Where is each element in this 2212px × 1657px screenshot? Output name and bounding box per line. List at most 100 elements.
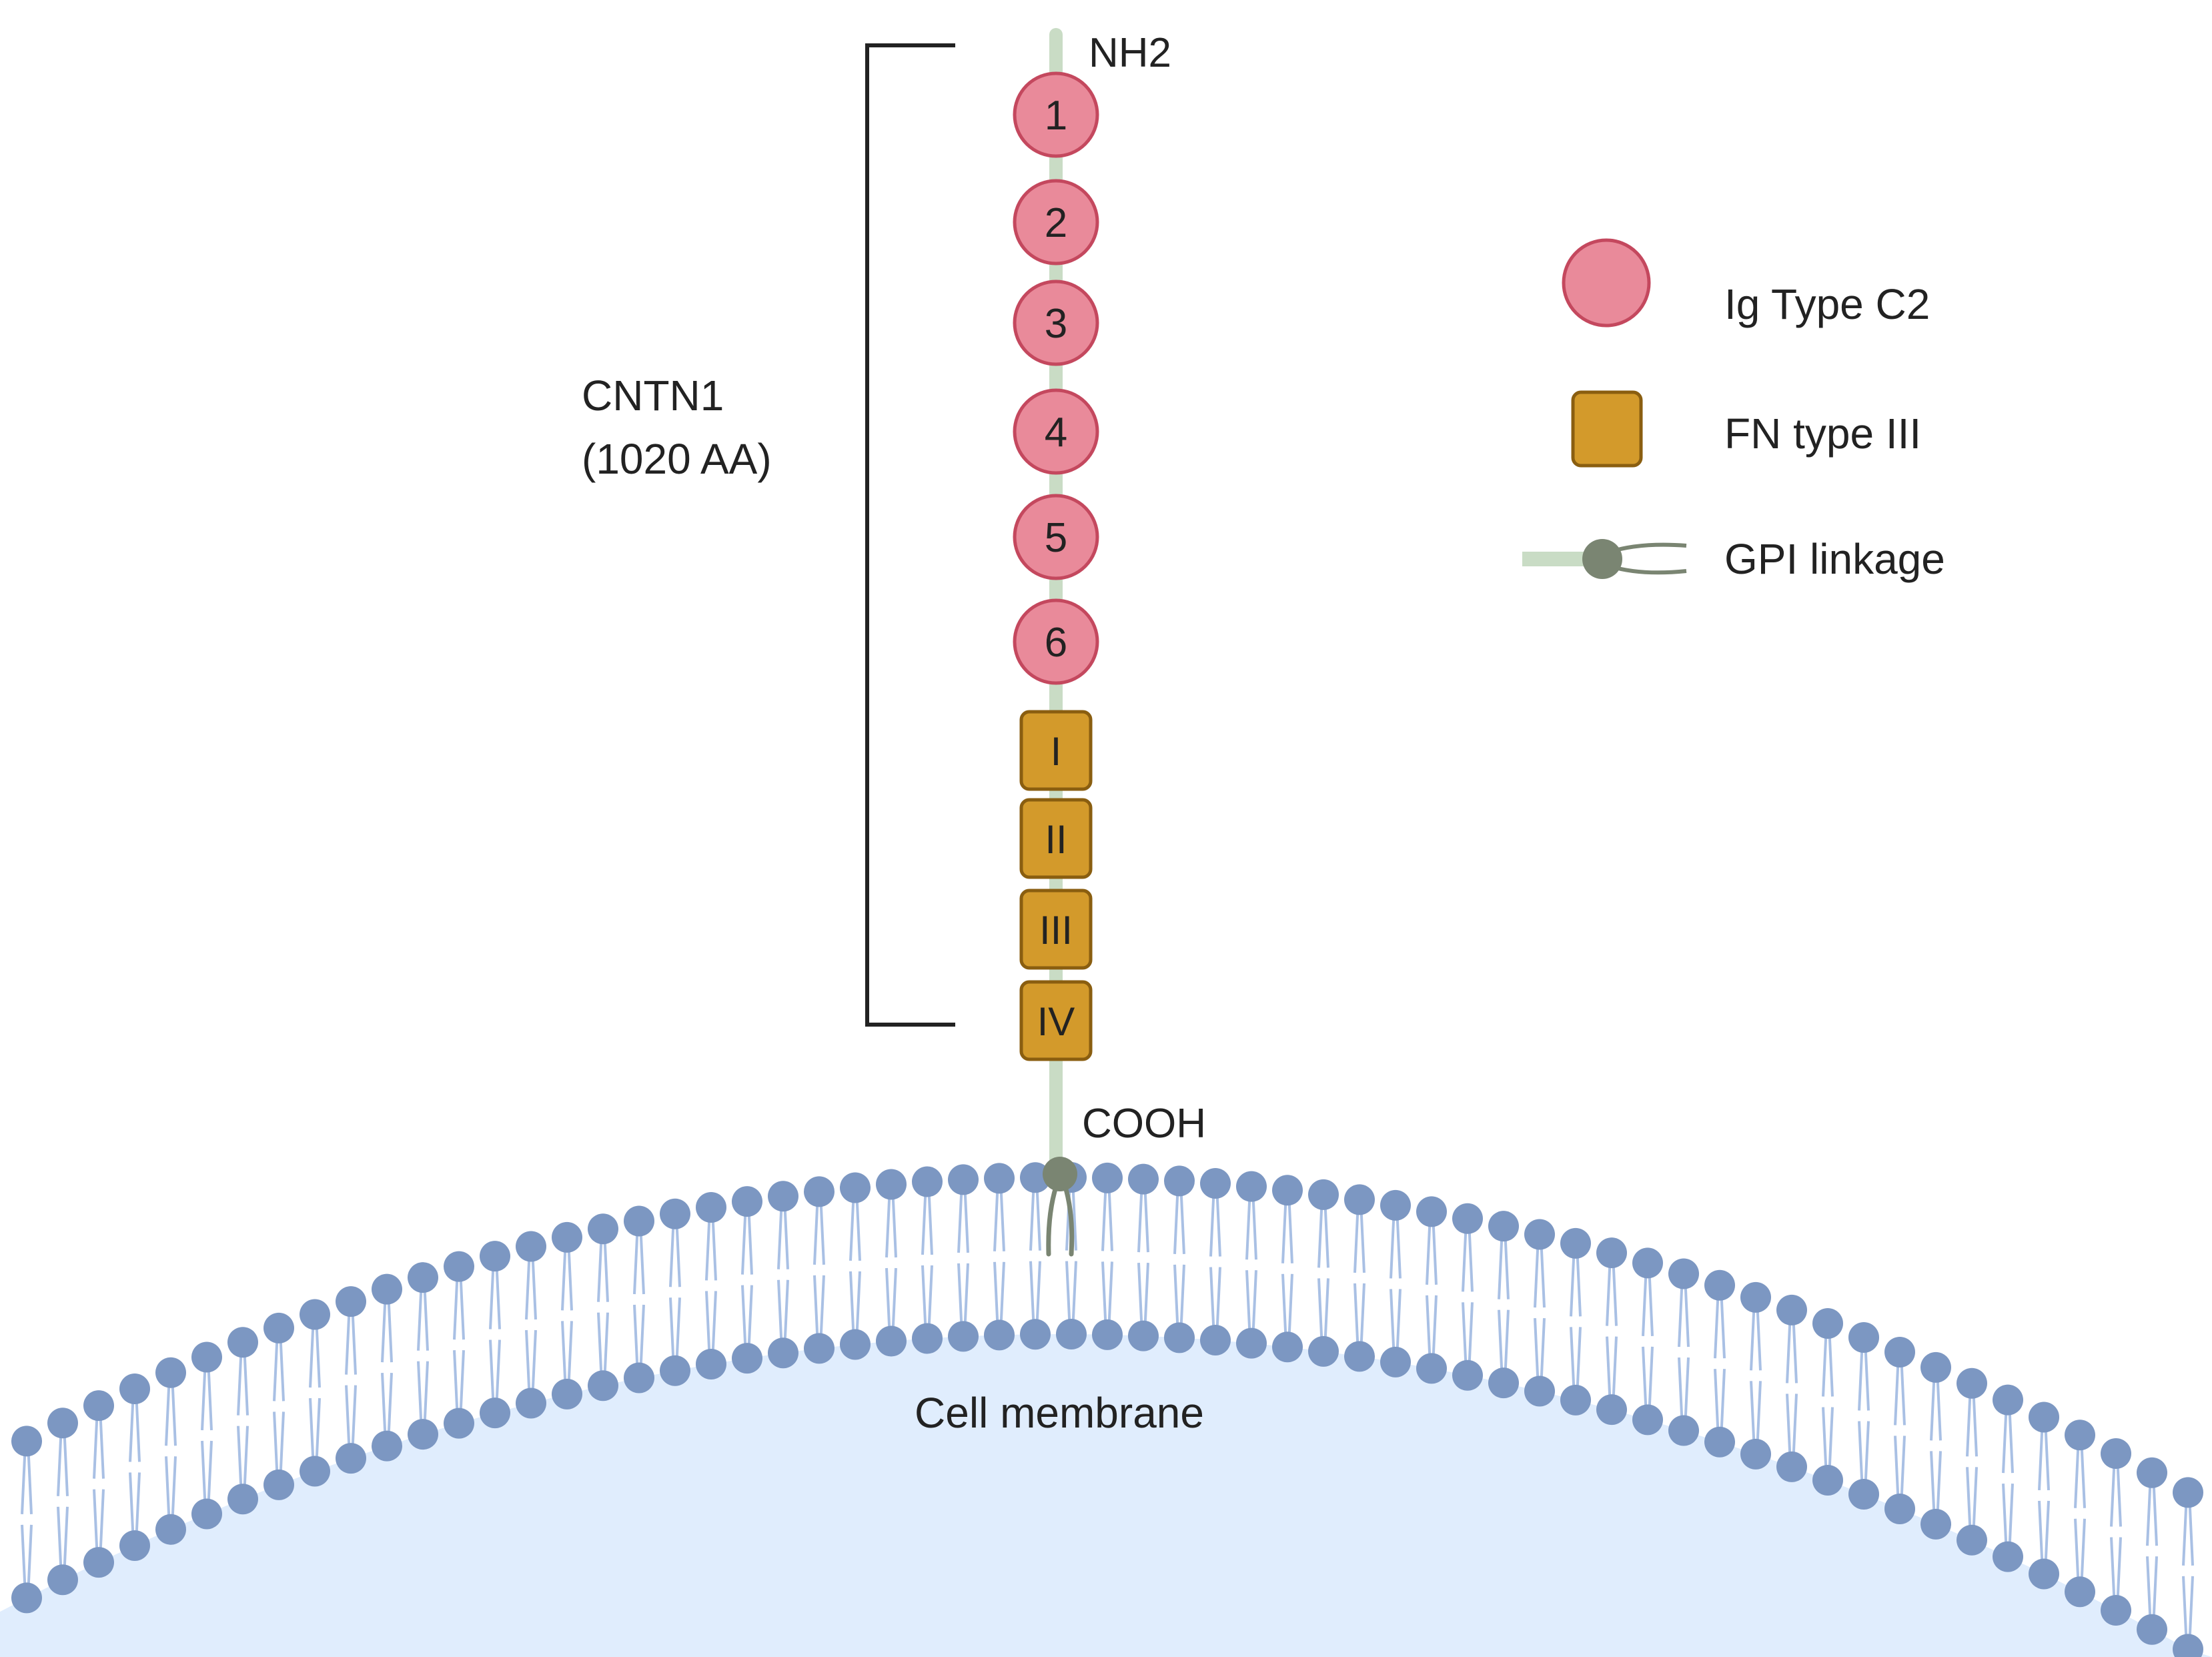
cell-membrane-label: Cell membrane (915, 1389, 1204, 1437)
lipid-tail (1678, 1357, 1684, 1418)
lipid-head (660, 1198, 690, 1229)
legend-ig-label: Ig Type C2 (1724, 280, 1930, 328)
lipid-tail (855, 1201, 861, 1261)
lipid-tail (201, 1370, 207, 1431)
lipid-head (1704, 1269, 1735, 1301)
lipid-tail (1426, 1295, 1432, 1355)
lipid-tail (2008, 1484, 2014, 1544)
lipid-tail (459, 1279, 465, 1340)
lipid-tail (243, 1426, 249, 1486)
lipid-tail (1029, 1261, 1035, 1321)
lipid-tail (309, 1327, 315, 1388)
lipid-tail (1209, 1267, 1215, 1327)
lipid-tail (1678, 1287, 1684, 1347)
lipid-tail (561, 1321, 567, 1381)
lipid-tail (2182, 1576, 2188, 1636)
lipid-tail (1684, 1357, 1690, 1418)
lipid-head (948, 1321, 979, 1352)
lipid-head (1740, 1281, 1771, 1313)
c-terminus-label: COOH (1082, 1101, 1206, 1147)
lipid-tail (165, 1456, 171, 1516)
n-terminus-label: NH2 (1089, 30, 1171, 76)
lipid-tail (1864, 1350, 1870, 1411)
lipid-tail (597, 1242, 603, 1302)
lipid-tail (1972, 1396, 1978, 1457)
lipid-tail (1828, 1407, 1834, 1468)
lipid-tail (459, 1350, 465, 1410)
lipid-tail (1359, 1283, 1365, 1343)
lipid-head (768, 1337, 798, 1369)
ig-domain-circle (1013, 388, 1099, 475)
lipid-tail (603, 1312, 609, 1373)
lipid-head (1236, 1171, 1267, 1202)
lipid-head (1452, 1359, 1483, 1391)
lipid-head (83, 1547, 114, 1578)
lipid-head (1164, 1322, 1195, 1353)
lipid-tail (2080, 1448, 2086, 1508)
ig-domain-circle (1013, 71, 1099, 158)
lipid-tail (27, 1454, 33, 1514)
lipid-tail (885, 1197, 891, 1258)
lipid-tail (1396, 1289, 1402, 1349)
lipid-tail (1101, 1261, 1107, 1321)
lipid-tail (567, 1250, 573, 1311)
lipid-head (804, 1333, 835, 1364)
lipid-tail (1359, 1213, 1365, 1273)
lipid-tail (1498, 1309, 1504, 1370)
lipid-tail (2008, 1413, 2014, 1474)
gpi-anchor (1043, 1157, 1077, 1257)
lipid-head (660, 1355, 690, 1386)
lipid-head (1416, 1353, 1447, 1384)
lipid-head (1993, 1541, 2023, 1572)
lipid-head (1380, 1189, 1411, 1221)
lipid-tail (819, 1205, 825, 1265)
lipid-tail (1540, 1317, 1546, 1378)
lipid-head (1380, 1346, 1411, 1377)
lipid-head (948, 1164, 979, 1195)
lipid-tail (921, 1195, 927, 1255)
lipid-head (1993, 1384, 2023, 1416)
lipid-tail (1684, 1287, 1690, 1347)
lipid-tail (1245, 1199, 1251, 1260)
ig-domain-label: 2 (1045, 200, 1067, 246)
ig-domain-4: 4 (1013, 388, 1099, 475)
lipid-head (1668, 1258, 1699, 1289)
lipid-head (696, 1348, 726, 1379)
lipid-head (840, 1172, 871, 1203)
lipid-head (2065, 1420, 2095, 1451)
lipid-tail (675, 1297, 681, 1357)
legend-fn-swatch (1571, 390, 1643, 468)
lipid-tail (489, 1269, 495, 1329)
lipid-tail (705, 1291, 711, 1351)
lipid-tail (1756, 1381, 1762, 1441)
lipid-tail (1179, 1264, 1185, 1325)
lipid-head (191, 1498, 222, 1530)
lipid-tail (1642, 1276, 1648, 1336)
lipid-head (336, 1286, 366, 1317)
lipid-head (2101, 1438, 2131, 1469)
lipid-tail (927, 1265, 933, 1325)
lipid-head (2137, 1614, 2167, 1645)
lipid-head (1920, 1351, 1951, 1383)
lipid-tail (1972, 1467, 1978, 1527)
lipid-tail (1251, 1199, 1257, 1260)
lipid-tail (2152, 1486, 2158, 1546)
lipid-head (444, 1408, 474, 1439)
legend-ig-swatch (1562, 238, 1651, 328)
ig-domain-label: 3 (1045, 301, 1067, 347)
lipid-head (2173, 1477, 2203, 1508)
lipid-tail (1936, 1380, 1942, 1441)
lipid-tail (1209, 1196, 1215, 1257)
lipid-head (1344, 1341, 1375, 1372)
lipid-head (1020, 1162, 1051, 1193)
lipid-head (119, 1373, 150, 1404)
lipid-tail (531, 1329, 537, 1390)
lipid-head (1884, 1336, 1915, 1367)
lipid-tail (669, 1297, 675, 1357)
lipid-head (876, 1325, 907, 1357)
lipid-tail (273, 1341, 279, 1402)
lipid-tail (1426, 1225, 1432, 1285)
lipid-head (588, 1213, 618, 1245)
